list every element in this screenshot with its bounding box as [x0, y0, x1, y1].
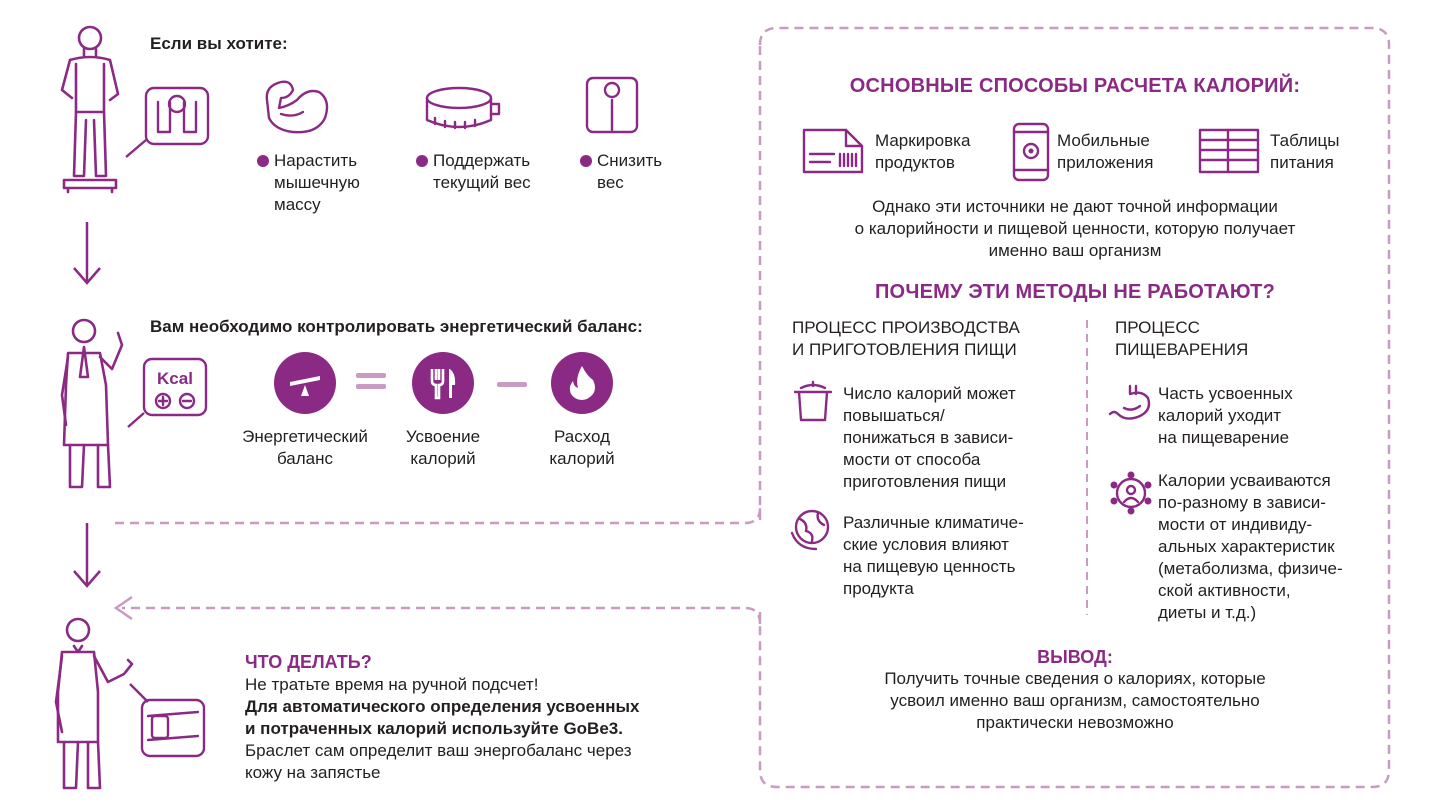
bathroom-scale-icon — [585, 76, 639, 134]
arrow-down-icon-1 — [73, 222, 101, 285]
mobile-app-icon — [1012, 122, 1050, 182]
globe-icon — [790, 509, 830, 551]
product-label-icon — [802, 128, 864, 174]
methods-note: Однако эти источники не дают точной инфо… — [854, 197, 1296, 260]
col1-item-climate: Различные климатиче- ские условия влияют… — [843, 513, 1024, 598]
flame-icon — [569, 366, 595, 400]
fork-knife-icon — [430, 369, 456, 400]
step1-title: Если вы хотите: — [150, 34, 288, 53]
stomach-icon — [1108, 384, 1151, 420]
bullet-dot-icon — [416, 155, 428, 167]
bullet-dot-icon — [580, 155, 592, 167]
what-to-do-text: Не тратьте время на ручной подсчет! Для … — [245, 675, 640, 782]
bicep-icon — [265, 80, 329, 134]
col2-item-individual: Калории усваиваются по-разному в зависи-… — [1158, 471, 1343, 622]
conclusion-text: Получить точные сведения о калориях, кот… — [884, 669, 1266, 732]
goal-lose-weight: Снизить вес — [580, 150, 662, 194]
energy-balance-circle — [274, 352, 336, 414]
bullet-dot-icon — [257, 155, 269, 167]
kcal-label: Kcal — [157, 369, 193, 388]
arrow-down-icon-2 — [73, 523, 101, 588]
equals-sign — [356, 373, 386, 397]
minus-sign — [497, 382, 527, 387]
step2-title: Вам необходимо контролировать энергетиче… — [150, 317, 643, 336]
person-network-icon — [1110, 471, 1152, 515]
man-thumbs-up-icon — [54, 617, 206, 790]
measuring-tape-icon — [425, 86, 501, 130]
conclusion-title: ВЫВОД: — [1037, 647, 1113, 667]
man-on-scale-icon — [60, 25, 210, 194]
cooking-pot-icon — [793, 380, 833, 422]
goal-maintain-weight: Поддержать текущий вес — [416, 150, 531, 194]
seesaw-icon — [290, 376, 320, 396]
methods-title: ОСНОВНЫЕ СПОСОБЫ РАСЧЕТА КАЛОРИЙ: — [849, 75, 1301, 97]
what-to-do-title: ЧТО ДЕЛАТЬ? — [245, 652, 372, 672]
col1-item-cooking: Число калорий может повышаться/ понижать… — [843, 384, 1016, 491]
goal-gain-muscle: Нарастить мышечную массу — [257, 150, 360, 216]
calorie-intake-circle — [412, 352, 474, 414]
man-thinking-icon: Kcal — [60, 318, 208, 489]
why-title: ПОЧЕМУ ЭТИ МЕТОДЫ НЕ РАБОТАЮТ? — [874, 281, 1275, 303]
col2-item-digestion: Часть усвоенных калорий уходит на пищева… — [1158, 384, 1293, 447]
calorie-burn-circle — [551, 352, 613, 414]
nutrition-table-icon — [1198, 128, 1260, 174]
